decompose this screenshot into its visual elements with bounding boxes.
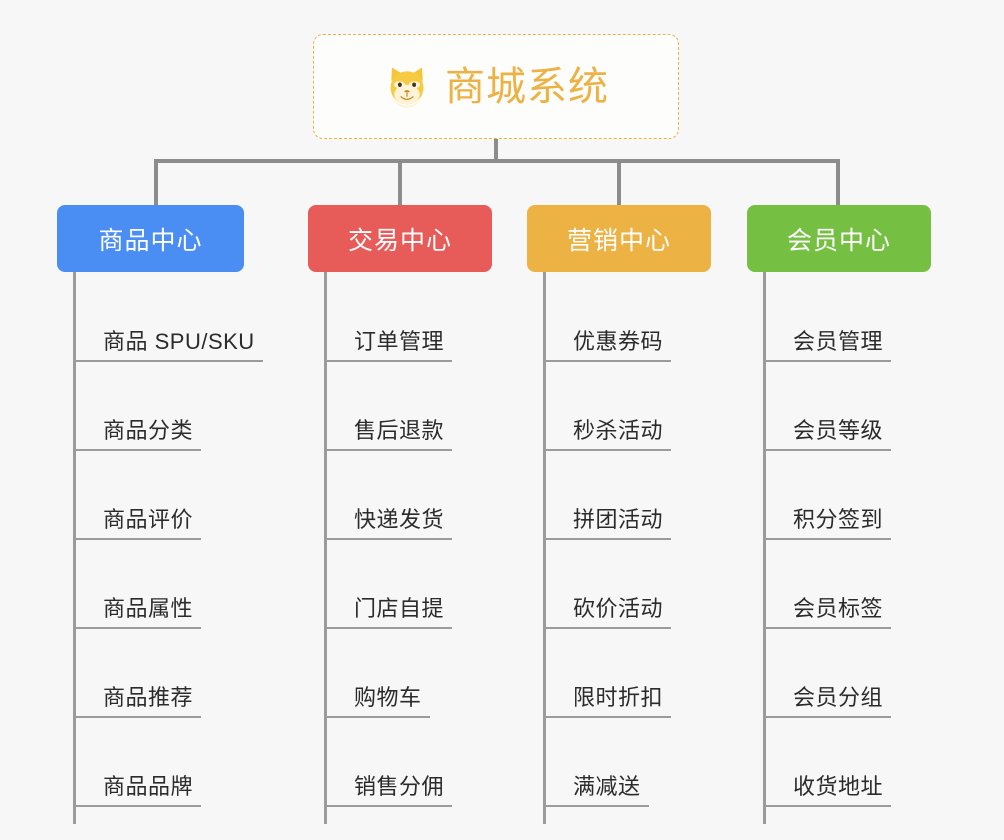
leaf-label: 商品推荐 xyxy=(103,684,194,710)
leaf-item[interactable]: 会员标签 xyxy=(763,540,892,629)
connector-drop-2 xyxy=(398,159,402,205)
leaf-item[interactable]: 收货地址 xyxy=(763,718,892,807)
leaf-item[interactable]: 商品推荐 xyxy=(73,629,202,718)
leaf-label: 会员等级 xyxy=(793,417,884,443)
leaf-spine xyxy=(324,273,327,824)
leaf-label: 满减送 xyxy=(573,773,641,799)
leaf-label: 商品品牌 xyxy=(103,773,194,799)
leaf-item[interactable]: 砍价活动 xyxy=(543,540,672,629)
branch-card-product[interactable]: 商品中心 xyxy=(57,205,244,272)
leaf-item[interactable]: 商品属性 xyxy=(73,540,202,629)
leaf-spine xyxy=(73,273,76,824)
root-title: 商城系统 xyxy=(445,64,609,109)
leaf-label: 商品评价 xyxy=(103,506,194,532)
leaf-label: 销售分佣 xyxy=(354,773,445,799)
leaf-item[interactable]: 秒杀活动 xyxy=(543,362,672,451)
connector-drop-4 xyxy=(836,159,840,205)
leaf-item[interactable]: 限时折扣 xyxy=(543,629,672,718)
branch-label: 商品中心 xyxy=(98,226,203,255)
leaf-label: 订单管理 xyxy=(354,328,445,354)
branch-label: 会员中心 xyxy=(786,226,891,255)
leaf-item[interactable]: 会员等级 xyxy=(763,362,892,451)
leaf-item[interactable]: 会员管理 xyxy=(763,273,892,362)
leaf-spine xyxy=(543,273,546,824)
leaf-label: 会员标签 xyxy=(793,595,884,621)
leaf-label: 商品 SPU/SKU xyxy=(103,328,255,354)
leaf-label: 售后退款 xyxy=(354,417,445,443)
leaf-item[interactable]: 商品 SPU/SKU xyxy=(73,273,263,362)
leaf-item[interactable]: 快递发货 xyxy=(324,451,453,540)
branch-card-member[interactable]: 会员中心 xyxy=(747,205,931,272)
leaf-label: 积分签到 xyxy=(793,506,884,532)
leaf-item[interactable]: 订单管理 xyxy=(324,273,453,362)
root-node[interactable]: 商城系统 xyxy=(313,34,679,139)
connector-drop-3 xyxy=(617,159,621,205)
leaf-label: 门店自提 xyxy=(354,595,445,621)
branch-label: 交易中心 xyxy=(347,226,452,255)
branch-label: 营销中心 xyxy=(566,226,671,255)
leaf-label: 快递发货 xyxy=(354,506,445,532)
branch-card-trade[interactable]: 交易中心 xyxy=(308,205,492,272)
leaf-item[interactable]: 商品评价 xyxy=(73,451,202,540)
leaf-item[interactable]: 门店自提 xyxy=(324,540,453,629)
leaf-label: 优惠券码 xyxy=(573,328,664,354)
leaf-item[interactable]: 商品品牌 xyxy=(73,718,202,807)
shiba-dog-face-icon xyxy=(390,67,424,108)
leaf-label: 收货地址 xyxy=(793,773,884,799)
leaf-label: 拼团活动 xyxy=(573,506,664,532)
connector-drop-1 xyxy=(154,159,158,205)
leaf-label: 秒杀活动 xyxy=(573,417,664,443)
leaf-item[interactable]: 销售分佣 xyxy=(324,718,453,807)
leaf-item[interactable]: 会员分组 xyxy=(763,629,892,718)
leaf-label: 限时折扣 xyxy=(573,684,664,710)
leaf-label: 会员分组 xyxy=(793,684,884,710)
leaf-label: 商品分类 xyxy=(103,417,194,443)
connector-trunk xyxy=(494,139,498,163)
leaf-item[interactable]: 商品分类 xyxy=(73,362,202,451)
leaf-item[interactable]: 积分签到 xyxy=(763,451,892,540)
leaf-label: 商品属性 xyxy=(103,595,194,621)
leaf-item[interactable]: 满减送 xyxy=(543,718,649,807)
leaf-label: 会员管理 xyxy=(793,328,884,354)
leaf-item[interactable]: 售后退款 xyxy=(324,362,453,451)
leaf-item[interactable]: 购物车 xyxy=(324,629,430,718)
leaf-spine xyxy=(763,273,766,824)
leaf-label: 砍价活动 xyxy=(573,595,664,621)
leaf-item[interactable]: 拼团活动 xyxy=(543,451,672,540)
leaf-label: 购物车 xyxy=(354,684,422,710)
branch-card-marketing[interactable]: 营销中心 xyxy=(527,205,711,272)
leaf-item[interactable]: 优惠券码 xyxy=(543,273,672,362)
connector-bus xyxy=(154,159,838,163)
